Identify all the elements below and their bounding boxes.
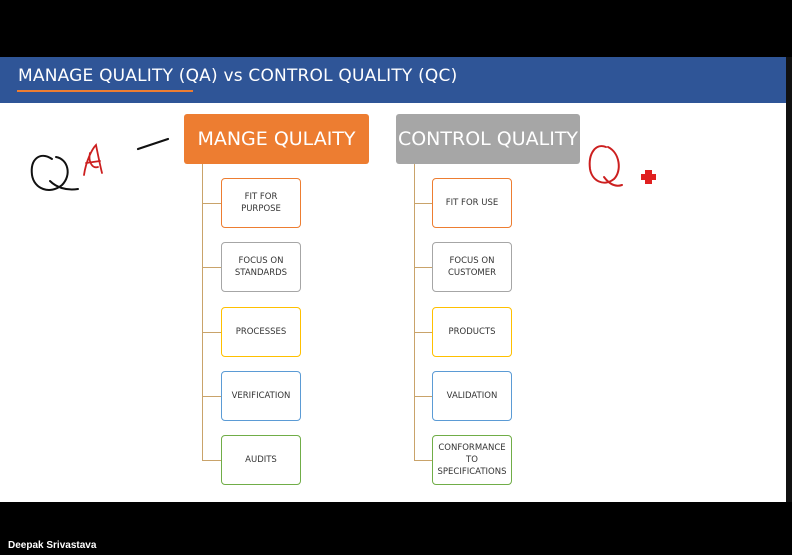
qa-item-box: FOCUS ON STANDARDS: [221, 242, 301, 292]
qa-trunk-line: [202, 164, 203, 460]
handwritten-q-red: [588, 145, 623, 187]
qa-branch-line: [202, 396, 221, 397]
title-underline: [17, 90, 193, 92]
qa-header: MANGE QULAITY: [184, 114, 369, 164]
qc-branch-line: [414, 332, 432, 333]
qa-branch-line: [202, 203, 221, 204]
qa-branch-line: [202, 332, 221, 333]
qa-item-box: PROCESSES: [221, 307, 301, 357]
qa-item-box: VERIFICATION: [221, 371, 301, 421]
handwritten-a-red: [83, 143, 103, 176]
handwritten-q-black: [30, 154, 79, 191]
qc-item-box: VALIDATION: [432, 371, 512, 421]
title-bar: MANAGE QUALITY (QA) vs CONTROL QUALITY (…: [0, 57, 786, 103]
qc-branch-line: [414, 460, 432, 461]
qa-branch-line: [202, 267, 221, 268]
red-plus-marker: [641, 170, 656, 184]
qc-item-box: FOCUS ON CUSTOMER: [432, 242, 512, 292]
qc-branch-line: [414, 267, 432, 268]
qc-branch-line: [414, 396, 432, 397]
window-edge: [786, 57, 792, 502]
qc-item-box: PRODUCTS: [432, 307, 512, 357]
qa-item-box: AUDITS: [221, 435, 301, 485]
qc-trunk-line: [414, 164, 415, 460]
handwritten-dash: [136, 137, 170, 151]
handwriting-annotations: [30, 137, 656, 191]
qa-item-box: FIT FOR PURPOSE: [221, 178, 301, 228]
slide: MANAGE QUALITY (QA) vs CONTROL QUALITY (…: [0, 57, 786, 502]
qc-item-box: FIT FOR USE: [432, 178, 512, 228]
slide-title: MANAGE QUALITY (QA) vs CONTROL QUALITY (…: [18, 66, 458, 86]
qa-branch-line: [202, 460, 221, 461]
qc-header: CONTROL QUALITY: [396, 114, 580, 164]
qc-item-box: CONFORMANCE TO SPECIFICATIONS: [432, 435, 512, 485]
presenter-name: Deepak Srivastava: [8, 540, 97, 551]
qc-branch-line: [414, 203, 432, 204]
